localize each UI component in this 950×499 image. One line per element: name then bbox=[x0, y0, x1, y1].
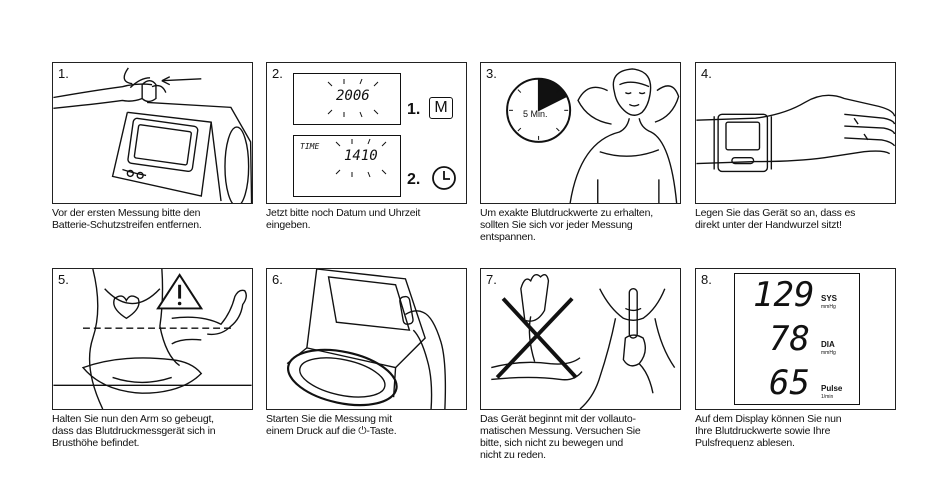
diastolic-unit: mmHg bbox=[821, 350, 836, 356]
step-number: 7. bbox=[486, 272, 497, 287]
diastolic-value: 78 bbox=[769, 319, 810, 359]
warning-icon bbox=[156, 273, 204, 310]
step-5-caption: Halten Sie nun den Arm so gebeugt, dass … bbox=[52, 413, 216, 449]
step-number: 8. bbox=[701, 272, 712, 287]
pulse-value: 65 bbox=[769, 363, 810, 403]
systolic-label: SYS bbox=[821, 294, 838, 303]
step-number: 5. bbox=[58, 272, 69, 287]
clock-icon bbox=[432, 166, 456, 190]
pulse-unit: 1/min bbox=[821, 394, 834, 400]
step-2-label: 2. bbox=[407, 171, 421, 188]
step-number: 1. bbox=[58, 66, 69, 81]
step-2-panel: 2. 2006 TIME 1410 1. M 2. bbox=[266, 62, 467, 204]
systolic-value: 129 bbox=[753, 275, 815, 315]
blink-rays-icon bbox=[335, 138, 387, 178]
lcd-time-label: TIME bbox=[300, 142, 320, 151]
lcd-year-display: 2006 bbox=[293, 73, 401, 125]
step-number: 4. bbox=[701, 66, 712, 81]
step-6-caption: Starten Sie die Messung mit einem Druck … bbox=[266, 413, 397, 437]
m-button: M bbox=[429, 97, 453, 119]
step-6-panel: 6. bbox=[266, 268, 467, 410]
systolic-unit: mmHg bbox=[821, 304, 836, 310]
step-number: 6. bbox=[272, 272, 283, 287]
arm-at-heart-height-illustration bbox=[53, 269, 252, 409]
diastolic-label: DIA bbox=[821, 340, 835, 349]
step-3-panel: 3. 5 Min. bbox=[480, 62, 681, 204]
step-number: 2. bbox=[272, 66, 283, 81]
clock-duration-label: 5 Min. bbox=[523, 109, 548, 119]
pulse-label: Pulse bbox=[821, 384, 843, 393]
blink-rays-icon bbox=[327, 78, 379, 118]
step-1-label: 1. bbox=[407, 101, 421, 118]
step-7-panel: 7. bbox=[480, 268, 681, 410]
lcd-year-value: 2006 bbox=[336, 88, 370, 104]
step-8-caption: Auf dem Display können Sie nun Ihre Blut… bbox=[695, 413, 842, 449]
step-3-caption: Um exakte Blutdruckwerte zu erhalten, so… bbox=[480, 207, 653, 243]
relaxing-person-illustration bbox=[506, 68, 680, 203]
step-2-caption: Jetzt bitte noch Datum und Uhrzeit einge… bbox=[266, 207, 421, 231]
step-8-panel: 8. 129 SYS mmHg 78 DIA mmHg 65 Pulse 1/m… bbox=[695, 268, 896, 410]
lcd-time-value: 1410 bbox=[344, 148, 378, 164]
remove-battery-strip-illustration bbox=[53, 67, 252, 203]
step-4-panel: 4. bbox=[695, 62, 896, 204]
step-4-caption: Legen Sie das Gerät so an, dass es direk… bbox=[695, 207, 856, 231]
step-5-panel: 5. bbox=[52, 268, 253, 410]
device-on-wrist-illustration bbox=[696, 94, 895, 173]
step-7-caption: Das Gerät beginnt mit der vollauto- mati… bbox=[480, 413, 641, 461]
step-1-caption: Vor der ersten Messung bitte den Batteri… bbox=[52, 207, 202, 231]
do-not-move-or-talk-illustration bbox=[491, 273, 676, 409]
lcd-time-display: TIME 1410 bbox=[293, 135, 401, 197]
result-display: 129 SYS mmHg 78 DIA mmHg 65 Pulse 1/min bbox=[734, 273, 860, 405]
step-1-panel: 1. bbox=[52, 62, 253, 204]
step-number: 3. bbox=[486, 66, 497, 81]
press-start-button-illustration bbox=[286, 269, 447, 409]
